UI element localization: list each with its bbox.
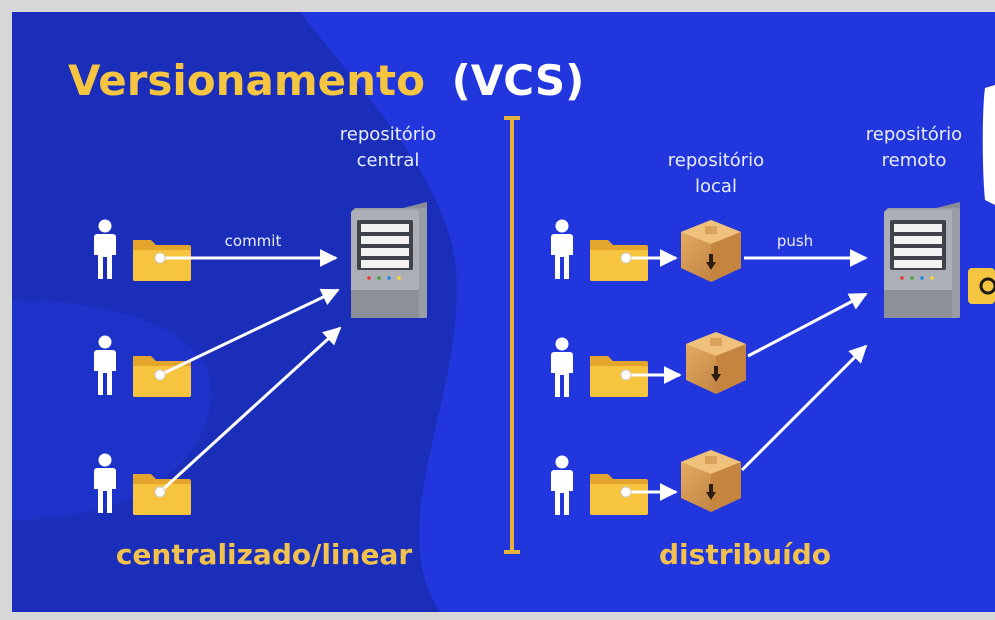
arrow-origin-dot <box>154 252 166 264</box>
local-repo-label-line1: repositório <box>668 150 764 171</box>
central-server-icon <box>351 202 427 318</box>
page-title: Versionamento (VCS) <box>68 56 584 105</box>
central-repo-label-line1: repositório <box>340 124 436 145</box>
remote-repo-label-line2: remoto <box>882 150 947 171</box>
section-divider <box>504 116 520 554</box>
distributed-section: repositório local repositório remoto pus… <box>551 124 962 571</box>
push-arrow <box>740 344 868 472</box>
folder-icon <box>590 474 648 515</box>
local-repo-label-line2: local <box>695 176 737 197</box>
arrow-origin-dot <box>620 486 632 498</box>
arrow-origin-dot <box>154 486 166 498</box>
title-acronym: (VCS) <box>452 56 585 105</box>
commit-arrow <box>158 326 342 494</box>
arrow-origin-dot <box>620 369 632 381</box>
push-label: push <box>777 232 813 250</box>
offscreen-card-edge <box>982 85 995 205</box>
distributed-caption: distribuído <box>659 538 831 571</box>
background-blob-inner <box>12 300 211 520</box>
offscreen-badge-icon <box>979 277 995 295</box>
central-repo-label-line2: central <box>357 150 420 171</box>
remote-repo-label-line1: repositório <box>866 124 962 145</box>
folder-icon <box>590 240 648 281</box>
commit-label: commit <box>225 232 282 250</box>
arrow-origin-dot <box>620 252 632 264</box>
arrow-origin-dot <box>154 369 166 381</box>
centralized-section: repositório central commit centralizado/… <box>94 124 436 571</box>
push-arrow <box>747 292 868 358</box>
title-word: Versionamento <box>68 56 425 105</box>
commit-arrow <box>159 288 340 377</box>
centralized-caption: centralizado/linear <box>116 538 413 571</box>
remote-server-icon <box>884 202 960 318</box>
background-blob <box>12 12 457 612</box>
